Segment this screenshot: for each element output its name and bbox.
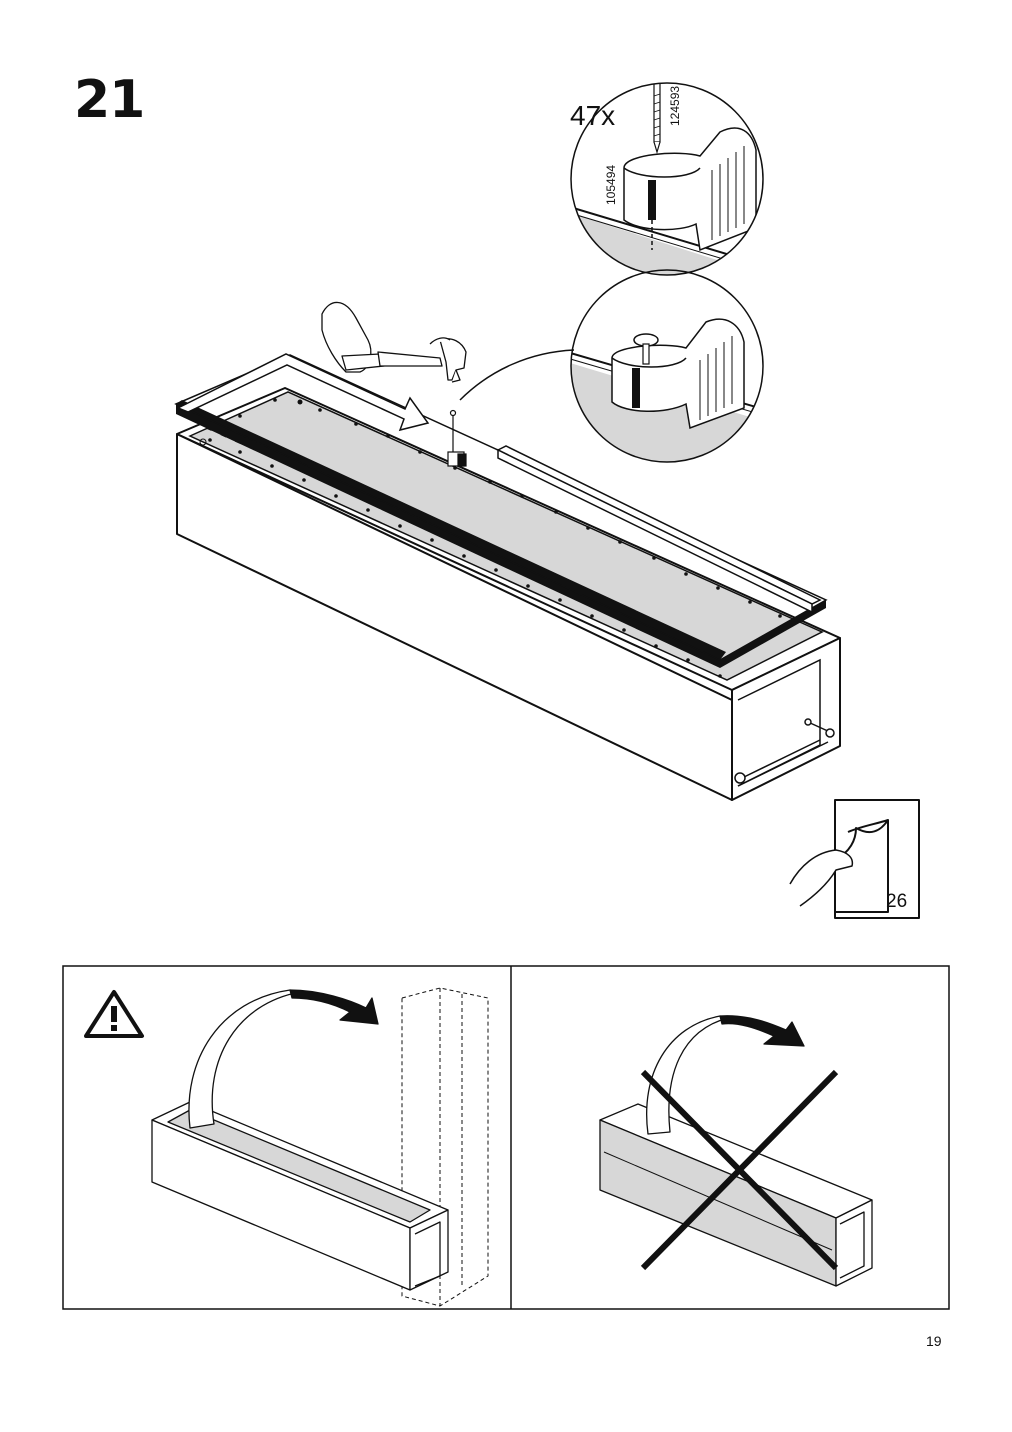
- cross-mark-icon: [640, 1069, 839, 1271]
- correct-method-illustration: [151, 987, 489, 1307]
- back-panel: [188, 391, 824, 681]
- detail-circle-top: [570, 82, 764, 276]
- detail-circle-middle: [570, 269, 764, 463]
- cabinet-open-end: [734, 658, 835, 787]
- step-number: 21: [74, 70, 145, 130]
- clip-on-panel: [447, 409, 467, 467]
- direction-arrow: [176, 353, 430, 432]
- warning-triangle-icon: [84, 990, 144, 1038]
- part-number-clip: 105494: [604, 164, 618, 205]
- hammer-icon: [321, 301, 467, 383]
- page-number: 19: [926, 1333, 942, 1349]
- quantity-label: 47x: [570, 100, 616, 131]
- panel-holes: [199, 398, 782, 678]
- callout-curve: [459, 349, 575, 401]
- page-turn-icon: [789, 799, 920, 919]
- bottom-panel-frame: [62, 965, 950, 1310]
- wrong-method-illustration: [599, 1015, 873, 1287]
- page-reference[interactable]: 26: [886, 891, 908, 912]
- loose-strip: [496, 445, 822, 614]
- part-number-nail: 124593: [668, 85, 682, 126]
